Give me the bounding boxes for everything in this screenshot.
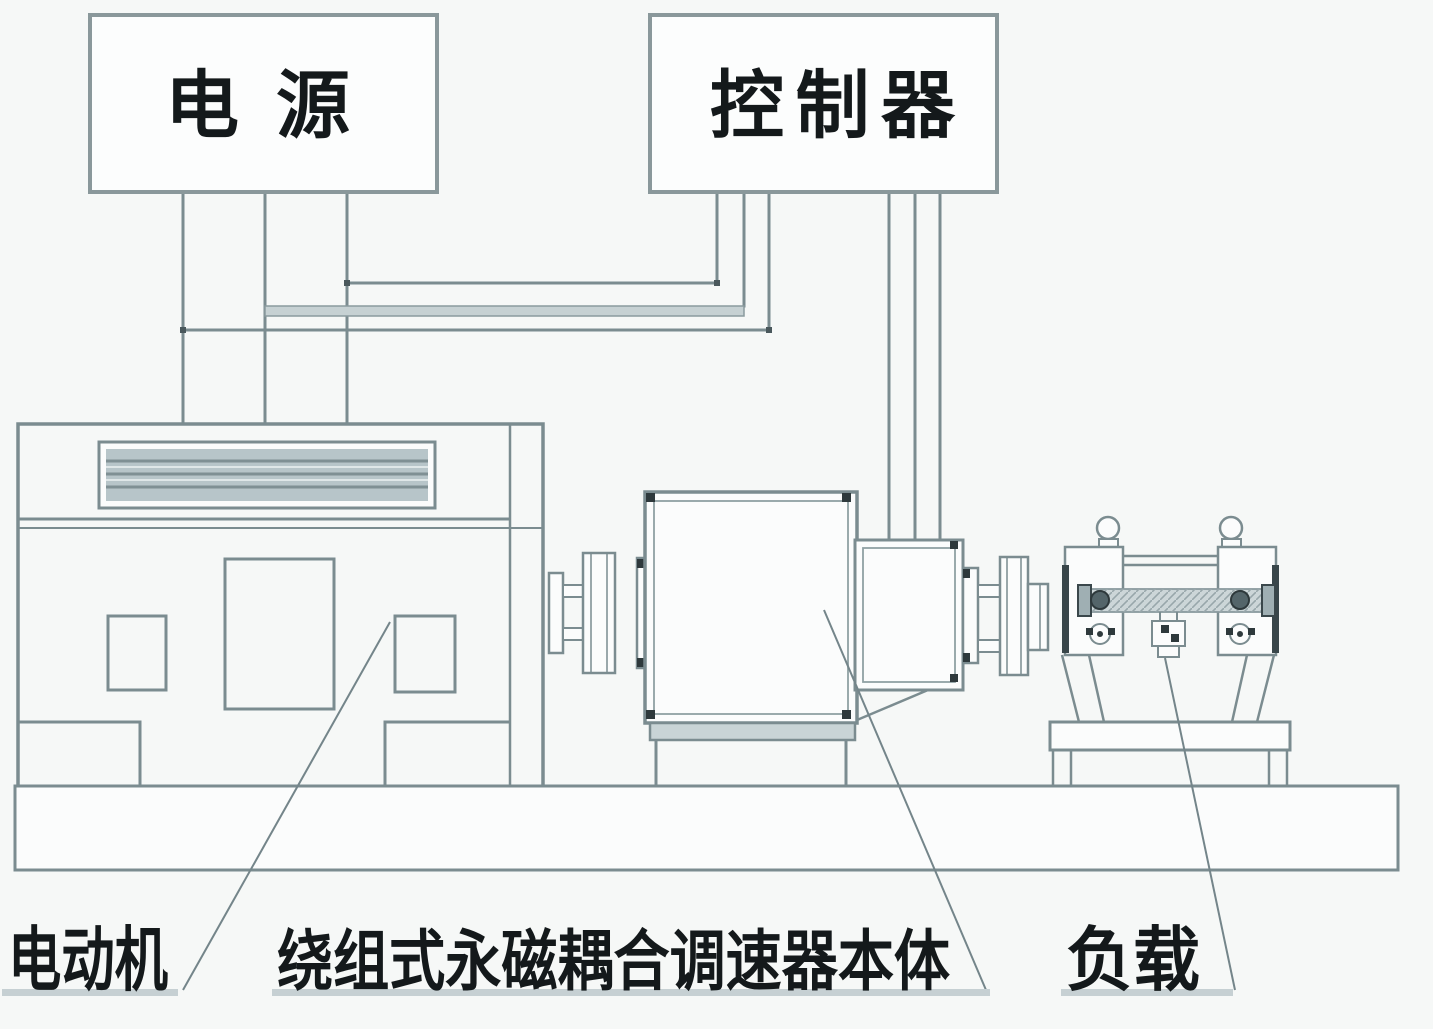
load-pedestal-left-strip (1062, 565, 1069, 653)
load-bearing-bolt-left-upper (1090, 590, 1110, 610)
motor-grille (97, 440, 437, 510)
controller-box: 控制器 (648, 13, 999, 194)
input-shaft-step-bottom (562, 627, 584, 641)
load-tie-rods (1123, 554, 1218, 567)
load-label-underline (1061, 989, 1233, 996)
motor-label: 电动机 (8, 919, 168, 1001)
output-shaft-step-top (977, 584, 1001, 598)
power-supply-box: 电源 (88, 13, 439, 194)
load-label: 负载 (1066, 919, 1200, 1001)
output-coupling-disc (998, 555, 1030, 677)
load-base-bar (1048, 720, 1292, 752)
motor (16, 422, 545, 786)
coupler-base-flange (648, 721, 857, 742)
terminal-box-bolts (950, 541, 958, 682)
input-shaft-bracket (547, 571, 565, 655)
motor-outline (16, 422, 545, 786)
output-flange-bolts (963, 569, 970, 662)
wiring (180, 190, 942, 542)
input-coupling-disc (581, 551, 617, 675)
load-top-bolt-right (1218, 515, 1244, 541)
controller-label: 控制器 (710, 63, 956, 149)
input-shaft-step-top (562, 584, 584, 598)
load-top-bolt-left (1095, 515, 1121, 541)
coupler-label: 绕组式永磁耦合调速器本体 (277, 923, 950, 1000)
motor-feet (18, 720, 510, 786)
coupler-terminal-box (853, 538, 965, 692)
coupler-corner-bolts (646, 493, 851, 719)
motor-leader-line (182, 621, 391, 991)
load-foot-left (1051, 748, 1073, 788)
load-stand (1048, 515, 1292, 788)
base-plate (13, 784, 1400, 872)
load-bearing-bolt-right-upper (1230, 590, 1250, 610)
motor-window-center (223, 557, 336, 711)
coupler-supports (654, 740, 848, 786)
controller-power-wire-2-band (264, 305, 745, 317)
motor-window-left (106, 614, 168, 692)
coupler-leader-line (823, 609, 987, 991)
output-shaft-step-bottom (977, 639, 1001, 653)
load-bearing-bolt-right-lower (1226, 623, 1255, 645)
load-bearing-bolt-left-lower (1086, 623, 1115, 645)
motor-label-underline (2, 989, 178, 996)
load-foot-right (1267, 748, 1289, 788)
load-shaft-nut-left (1077, 584, 1092, 617)
caption-labels: 电动机 绕组式永磁耦合调速器本体 负载 (2, 919, 1233, 1001)
load-shaft-nut-right (1261, 584, 1276, 617)
output-connector (1026, 582, 1050, 652)
output-flange (961, 566, 980, 665)
output-coupling (961, 555, 1050, 677)
motor-window-right (393, 614, 457, 694)
load-shaft-hatch (1090, 589, 1262, 612)
coupler-label-underline (272, 989, 990, 996)
leader-lines (182, 609, 1236, 991)
load-stand-legs (1060, 654, 1276, 723)
wire-junctions (180, 280, 772, 333)
load-leader-line (1164, 657, 1236, 991)
load-center-bracket (1151, 612, 1186, 658)
